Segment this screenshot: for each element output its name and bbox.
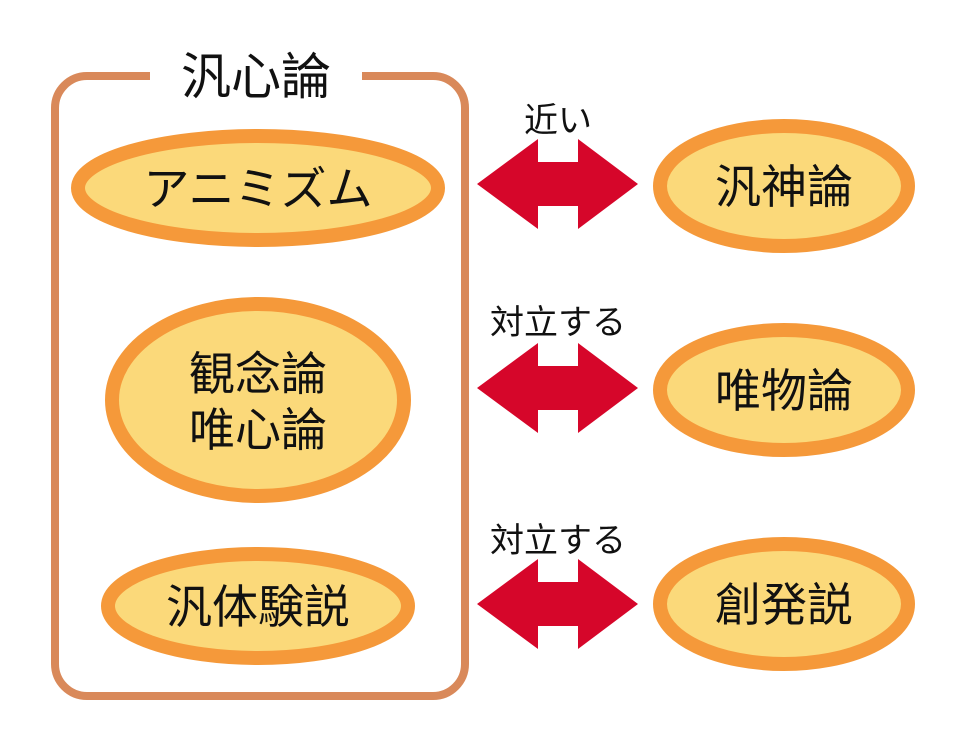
member-label: 汎体験説 [166,580,350,634]
member-panexperientialism: 汎体験説 [101,547,415,665]
relation-label: 近い [524,101,592,141]
double-arrow-icon [477,139,638,229]
relation-target: 唯物論 [715,364,853,418]
relation-label: 対立する [490,521,626,561]
double-arrow-icon [477,559,638,649]
relation-target: 汎神論 [715,160,853,214]
relation-pantheism: 近い 汎神論 [477,101,915,253]
member-label: アニミズム [143,162,372,216]
member-animism: アニミズム [71,129,445,247]
relation-target: 創発説 [715,578,853,632]
member-idealism: 観念論 唯心論 [105,297,411,503]
relation-emergentism: 対立する 創発説 [477,521,915,671]
member-label: 唯心論 [189,403,327,457]
relation-label: 対立する [490,303,626,343]
double-arrow-icon [477,343,638,433]
member-label: 観念論 [189,347,327,401]
group-title: 汎心論 [181,48,331,106]
relation-materialism: 対立する 唯物論 [477,303,915,457]
title-background [150,40,362,110]
